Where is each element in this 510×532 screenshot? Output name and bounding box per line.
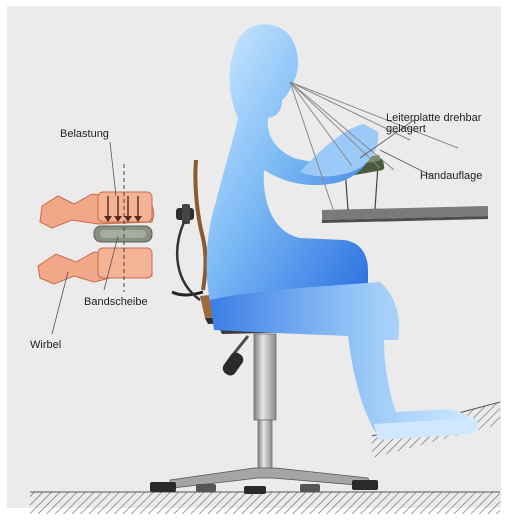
label-leiterplatte-line2: gelagert xyxy=(386,123,426,135)
label-wirbel: Wirbel xyxy=(30,339,61,351)
label-handauflage: Handauflage xyxy=(420,170,482,182)
label-bandscheibe: Bandscheibe xyxy=(84,296,148,308)
floor-hatching xyxy=(30,492,500,514)
label-belastung: Belastung xyxy=(60,128,109,140)
